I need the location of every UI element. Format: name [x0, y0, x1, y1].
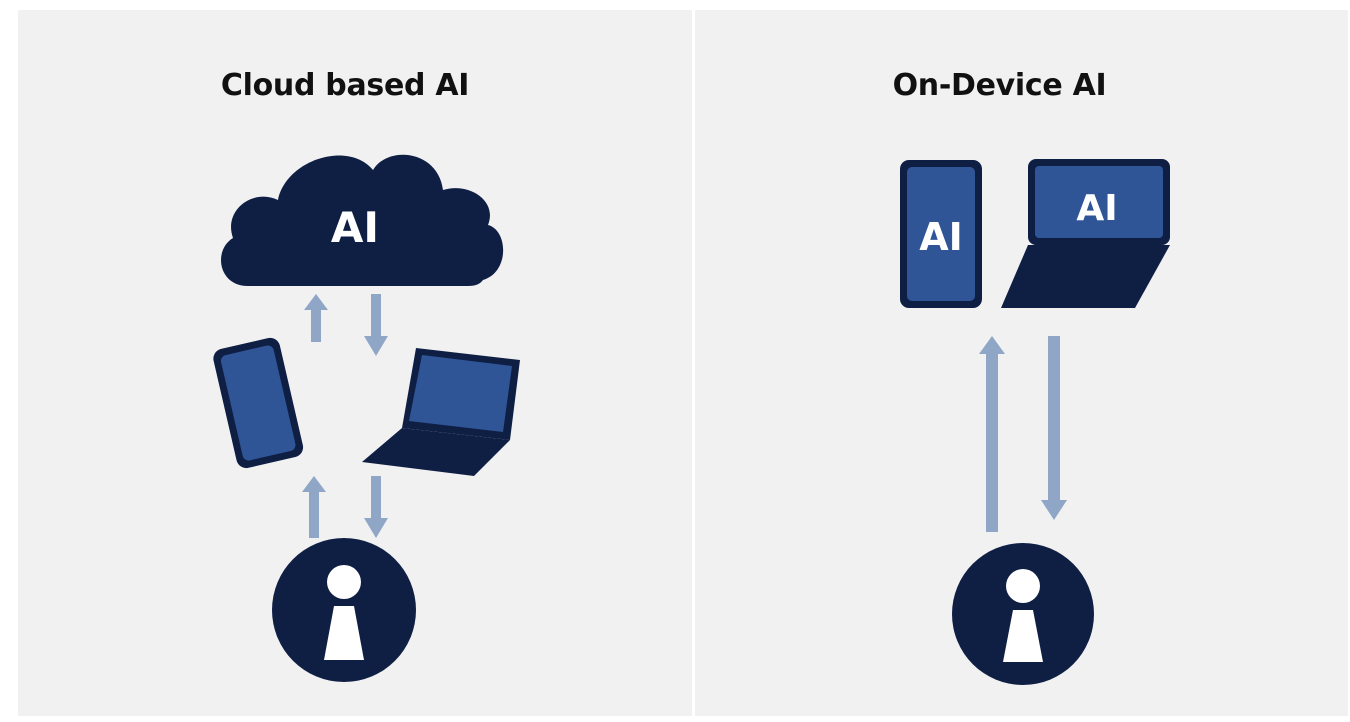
- cloud-ai-panel: Cloud based AI AI: [18, 10, 692, 716]
- laptop-icon: [362, 348, 520, 476]
- cloud-icon: AI: [221, 154, 504, 286]
- phone-ai-label: AI: [919, 215, 963, 259]
- arrow-down-icon: [364, 476, 388, 538]
- arrow-down-icon: [364, 294, 388, 356]
- user-icon: [952, 543, 1094, 685]
- cloud-ai-label: AI: [331, 203, 379, 252]
- cloud-ai-diagram: AI: [213, 154, 520, 682]
- panel-title-on-device: On-Device AI: [892, 68, 1107, 103]
- arrow-down-icon: [1041, 336, 1067, 520]
- arrow-up-icon: [979, 336, 1005, 532]
- arrow-up-icon: [304, 294, 328, 342]
- on-device-ai-panel: On-Device AI AI AI: [695, 10, 1348, 716]
- laptop-icon: AI: [1001, 159, 1170, 308]
- on-device-ai-diagram: AI AI: [900, 159, 1170, 685]
- user-icon: [272, 538, 416, 682]
- smartphone-icon: [213, 337, 304, 469]
- smartphone-icon: AI: [900, 160, 982, 308]
- arrow-up-icon: [302, 476, 326, 538]
- laptop-ai-label: AI: [1076, 188, 1117, 229]
- panel-title-cloud: Cloud based AI: [220, 68, 470, 103]
